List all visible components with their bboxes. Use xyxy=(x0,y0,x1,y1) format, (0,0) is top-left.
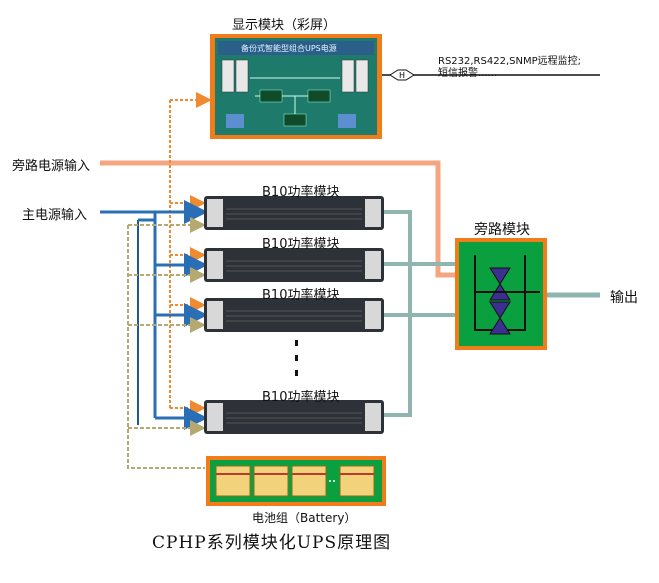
battery-label: 电池组（Battery） xyxy=(252,511,357,525)
comm-line: H xyxy=(380,69,600,81)
main-input-label: 主电源输入 xyxy=(22,208,88,223)
battery-pack xyxy=(206,456,386,506)
bypass-module-box xyxy=(455,238,547,350)
power-module-rack-3 xyxy=(204,298,384,332)
power-module-label-3: B10功率模块 xyxy=(262,288,340,303)
continuation-dots xyxy=(295,340,298,376)
dc-bus-lines xyxy=(169,92,212,416)
comm-note-line1: RS232,RS422,SNMP远程监控; xyxy=(438,56,581,67)
battery-bus xyxy=(127,217,206,469)
power-module-rack-4 xyxy=(204,400,384,434)
power-module-rack-2 xyxy=(204,248,384,282)
svg-text:H: H xyxy=(399,71,405,80)
main-input-bus xyxy=(100,200,208,430)
bypass-input-line xyxy=(100,160,458,278)
display-screen-title: 备份式智能型组合UPS电源 xyxy=(241,44,337,53)
power-module-label-1: B10功率模块 xyxy=(262,185,340,200)
power-module-rack-1 xyxy=(204,196,384,230)
comm-note-line2: 短信报警...... xyxy=(438,68,498,79)
display-module-label: 显示模块（彩屏） xyxy=(232,18,337,33)
display-screen xyxy=(210,34,382,139)
output-label: 输出 xyxy=(610,290,638,306)
bypass-input-label: 旁路电源输入 xyxy=(12,159,91,174)
module-output-lines xyxy=(384,210,458,417)
bypass-module-label: 旁路模块 xyxy=(474,222,530,238)
power-module-label-4: B10功率模块 xyxy=(262,390,340,405)
diagram-caption: CPHP系列模块化UPS原理图 xyxy=(152,533,392,553)
power-module-label-2: B10功率模块 xyxy=(262,237,340,252)
